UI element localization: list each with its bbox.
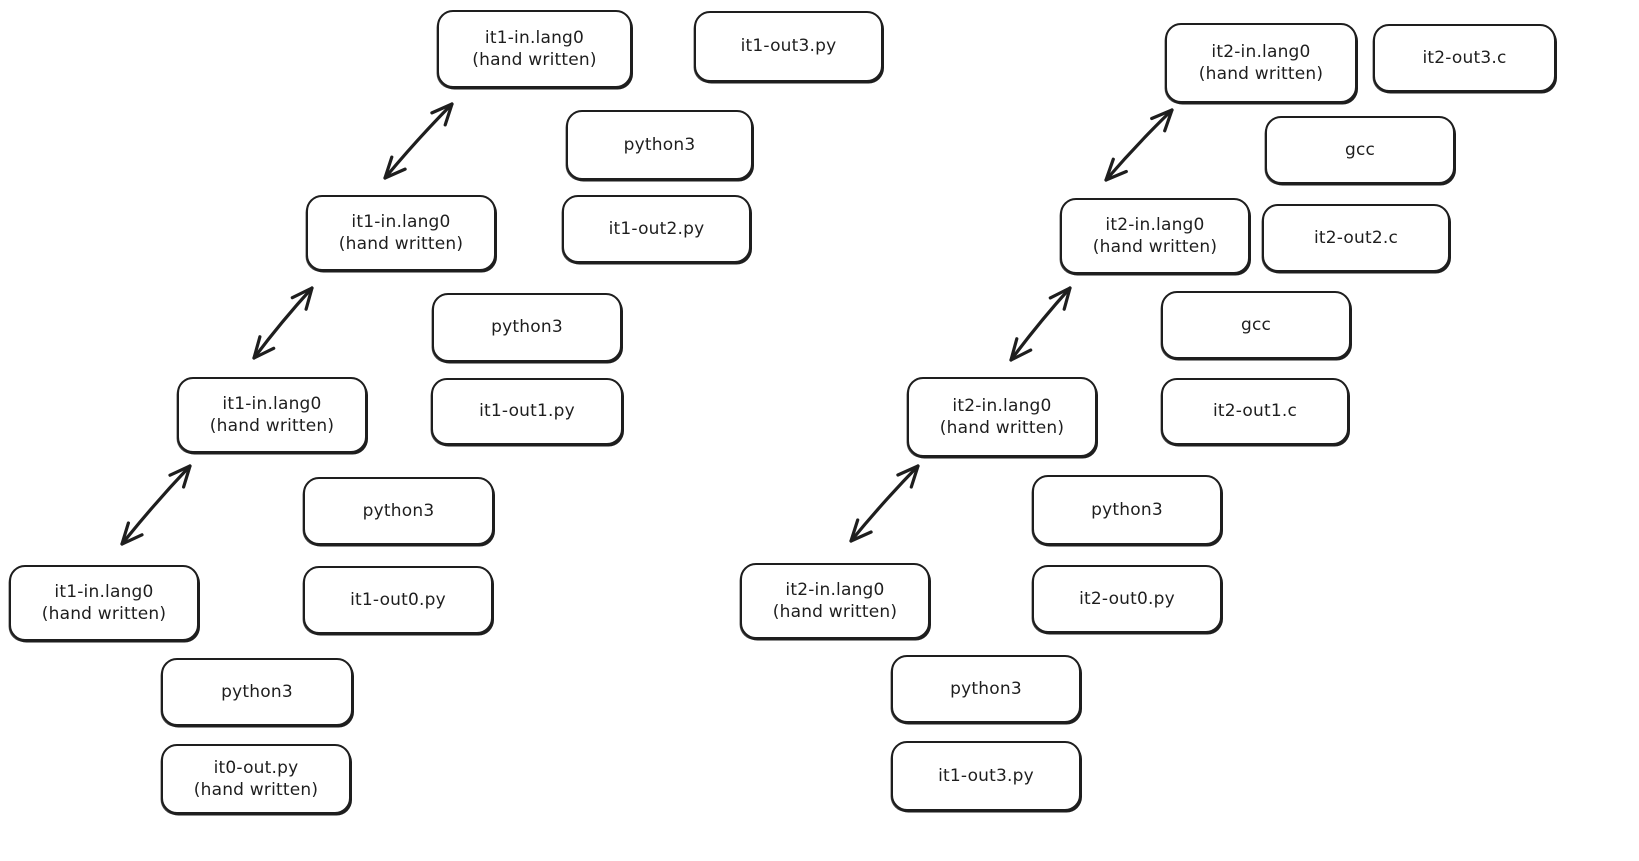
- node-label: gcc: [1344, 139, 1376, 160]
- node-label: it1-out1.py: [479, 401, 575, 422]
- node-label: it2-in.lang0 (hand written): [772, 579, 898, 622]
- node-label: python3: [1091, 499, 1163, 520]
- node-r-py1[interactable]: python3: [1032, 475, 1222, 545]
- node-l-in1[interactable]: it1-in.lang0 (hand written): [177, 377, 367, 453]
- node-label: gcc: [1240, 314, 1272, 335]
- node-label: it1-in.lang0 (hand written): [41, 581, 167, 624]
- double-arrow-icon: [94, 438, 218, 572]
- node-r-src[interactable]: it1-out3.py: [891, 741, 1081, 811]
- node-l-py2[interactable]: python3: [432, 293, 622, 362]
- double-arrow-icon: [823, 438, 946, 569]
- double-arrow-icon: [357, 76, 480, 206]
- node-l-in0[interactable]: it1-in.lang0 (hand written): [9, 565, 199, 641]
- node-label: python3: [362, 500, 435, 521]
- node-label: it2-out3.c: [1422, 47, 1507, 68]
- node-l-py3[interactable]: python3: [566, 110, 753, 180]
- node-l-out0[interactable]: it1-out0.py: [303, 566, 493, 634]
- node-label: it2-out0.py: [1079, 588, 1175, 609]
- node-l-src[interactable]: it0-out.py (hand written): [161, 744, 351, 814]
- node-l-out3[interactable]: it1-out3.py: [694, 11, 883, 82]
- node-l-py0[interactable]: python3: [161, 658, 353, 726]
- node-l-py1[interactable]: python3: [303, 477, 494, 545]
- node-r-out3[interactable]: it2-out3.c: [1373, 24, 1556, 92]
- node-r-in2[interactable]: it2-in.lang0 (hand written): [1060, 198, 1250, 274]
- node-r-gcc2[interactable]: gcc: [1161, 291, 1351, 359]
- node-label: python3: [950, 678, 1022, 699]
- node-label: python3: [491, 317, 563, 338]
- double-arrow-icon: [983, 260, 1098, 388]
- node-label: it1-out3.py: [938, 765, 1034, 786]
- node-label: it2-in.lang0 (hand written): [1092, 214, 1218, 257]
- node-label: it1-in.lang0 (hand written): [209, 393, 335, 436]
- node-label: it1-in.lang0 (hand written): [338, 211, 464, 254]
- node-label: it2-out2.c: [1313, 227, 1399, 248]
- node-l-in3[interactable]: it1-in.lang0 (hand written): [437, 10, 632, 88]
- double-arrow-icon: [226, 260, 340, 386]
- node-l-out2[interactable]: it1-out2.py: [562, 195, 751, 263]
- node-r-out2[interactable]: it2-out2.c: [1262, 204, 1450, 272]
- node-r-in1[interactable]: it2-in.lang0 (hand written): [907, 377, 1097, 457]
- node-r-py0[interactable]: python3: [891, 655, 1081, 723]
- node-label: it1-in.lang0 (hand written): [472, 27, 597, 70]
- node-label: it2-in.lang0 (hand written): [939, 395, 1065, 438]
- node-label: it1-out2.py: [608, 218, 705, 239]
- node-r-out0[interactable]: it2-out0.py: [1032, 565, 1222, 633]
- node-r-out1[interactable]: it2-out1.c: [1161, 378, 1349, 445]
- node-label: python3: [221, 681, 293, 702]
- node-l-in2[interactable]: it1-in.lang0 (hand written): [306, 195, 496, 271]
- node-l-out1[interactable]: it1-out1.py: [431, 378, 623, 445]
- node-label: it0-out.py (hand written): [193, 757, 319, 800]
- node-label: it1-out3.py: [740, 36, 837, 57]
- node-r-in0[interactable]: it2-in.lang0 (hand written): [740, 563, 930, 639]
- node-label: it2-out1.c: [1212, 401, 1298, 422]
- node-r-in3[interactable]: it2-in.lang0 (hand written): [1165, 23, 1357, 103]
- node-label: it2-in.lang0 (hand written): [1198, 41, 1324, 84]
- node-label: python3: [623, 134, 696, 155]
- node-label: it1-out0.py: [350, 589, 446, 610]
- node-r-gcc3[interactable]: gcc: [1265, 116, 1455, 184]
